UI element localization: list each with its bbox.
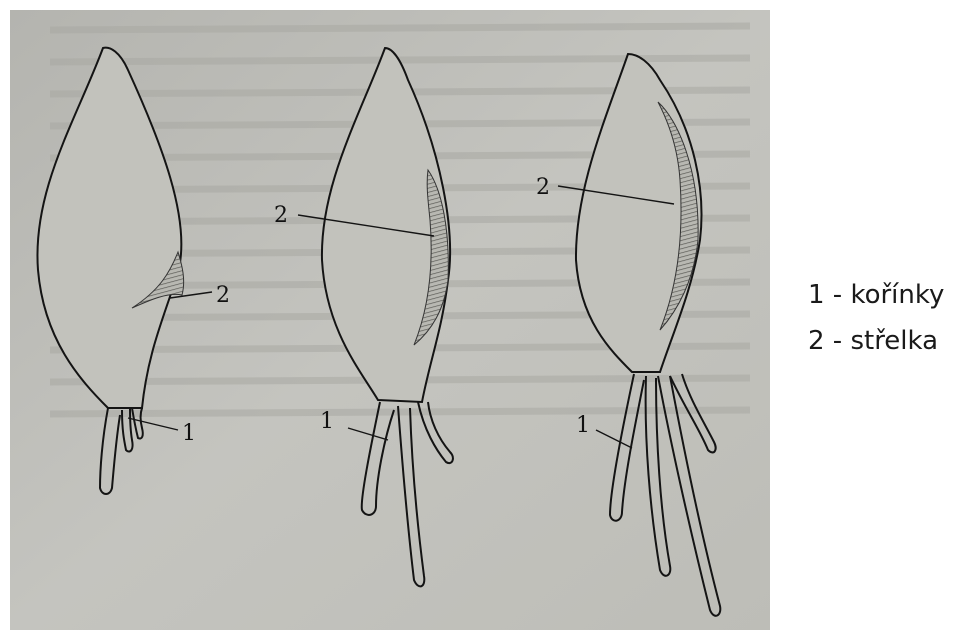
callout-stage-3-shoot: 2 <box>536 175 550 200</box>
germination-figure: 1 2 1 2 1 2 <box>10 10 770 630</box>
callout-stage-1-shoot: 2 <box>216 283 230 308</box>
legend-item-roots: 1 - kořínky <box>808 272 963 318</box>
legend-item-shoot: 2 - střelka <box>808 318 963 364</box>
callout-stage-3-root: 1 <box>576 413 590 438</box>
callout-stage-2-root: 1 <box>320 409 334 434</box>
callout-stage-2-shoot: 2 <box>274 203 288 228</box>
legend: 1 - kořínky 2 - střelka <box>808 272 963 364</box>
callout-stage-1-root: 1 <box>182 421 196 446</box>
